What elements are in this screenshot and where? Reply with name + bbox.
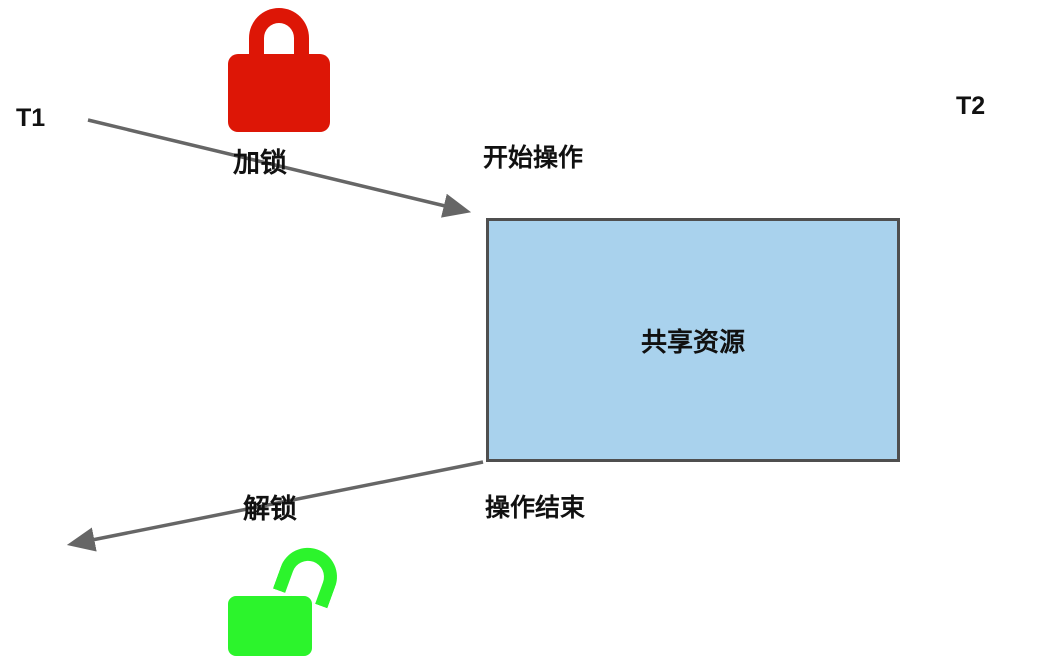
shared-resource-box: 共享资源 [486,218,900,462]
thread-t2-label: T2 [956,92,986,120]
thread-t1-label: T1 [16,104,46,132]
locked-padlock-icon [228,8,330,132]
unlocked-padlock-body [228,596,312,656]
lock-action-label: 加锁 [233,148,287,179]
start-operation-label: 开始操作 [483,144,584,172]
locked-padlock-shackle [249,8,309,60]
unlock-action-label: 解锁 [243,494,297,525]
unlocked-padlock-icon [228,539,352,664]
shared-resource-label: 共享资源 [640,326,745,357]
locked-padlock-body [228,54,330,132]
end-operation-label: 操作结束 [485,494,586,522]
